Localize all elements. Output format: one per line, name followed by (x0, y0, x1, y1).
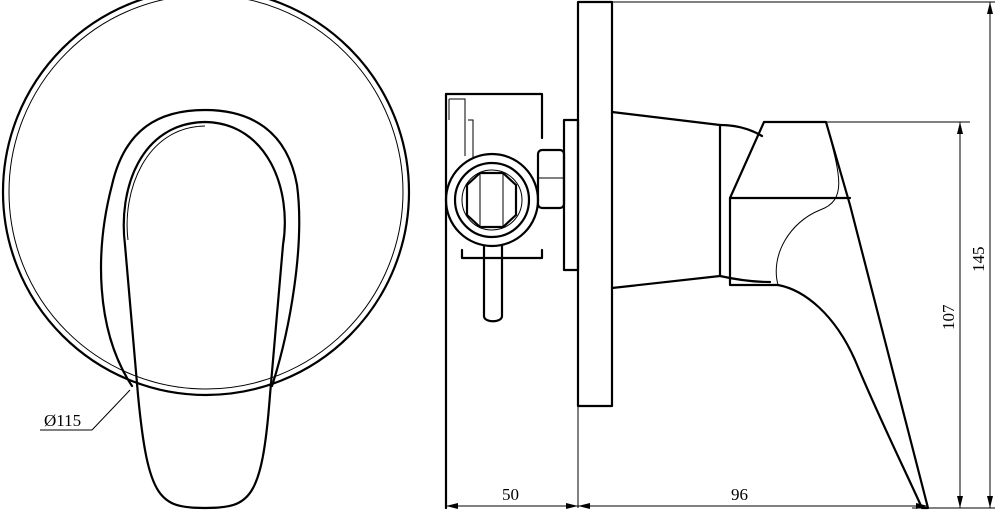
front-view: Ø115 (1, 0, 411, 510)
lever-front-inner (126, 125, 206, 241)
inlet-hex (465, 171, 518, 229)
inlet-stop-key (482, 244, 504, 323)
dim-107-arrow-top (957, 122, 963, 134)
lever-base-ring (99, 108, 301, 388)
dim-50-arrow-left (446, 503, 458, 509)
dim-96-label: 96 (731, 485, 748, 504)
valve-stem-plate (562, 118, 580, 272)
dim-96-arrow-left (578, 503, 590, 509)
cover-plate-outer (1, 0, 411, 397)
lever-front-outline (122, 120, 286, 510)
escutcheon-body (610, 110, 722, 290)
valve-nut (536, 148, 566, 210)
dim-107-label: 107 (939, 304, 958, 330)
inlet-fitting-outer (444, 152, 540, 248)
wall-plate (576, 0, 614, 408)
cover-plate-inner (8, 0, 404, 390)
dim-96-arrow-right (916, 503, 928, 509)
dim-50-label: 50 (502, 485, 519, 504)
dim-145-arrow-bottom (987, 496, 993, 508)
escutcheon-neck (718, 123, 772, 284)
diameter-label: Ø115 (44, 411, 81, 430)
side-view: 50 96 107 145 (444, 0, 995, 510)
lever-side-inner (775, 121, 840, 286)
dim-145-label: 145 (969, 247, 988, 273)
inlet-fitting-mid (453, 161, 531, 239)
lever-side-outline (728, 120, 930, 510)
dim-107-arrow-bottom (957, 496, 963, 508)
mounting-box-bracket (448, 98, 474, 158)
diameter-leader (91, 389, 131, 431)
dim-145-arrow-top (987, 2, 993, 14)
inlet-fitting-inner (461, 169, 523, 231)
dim-50-arrow-right (566, 503, 578, 509)
